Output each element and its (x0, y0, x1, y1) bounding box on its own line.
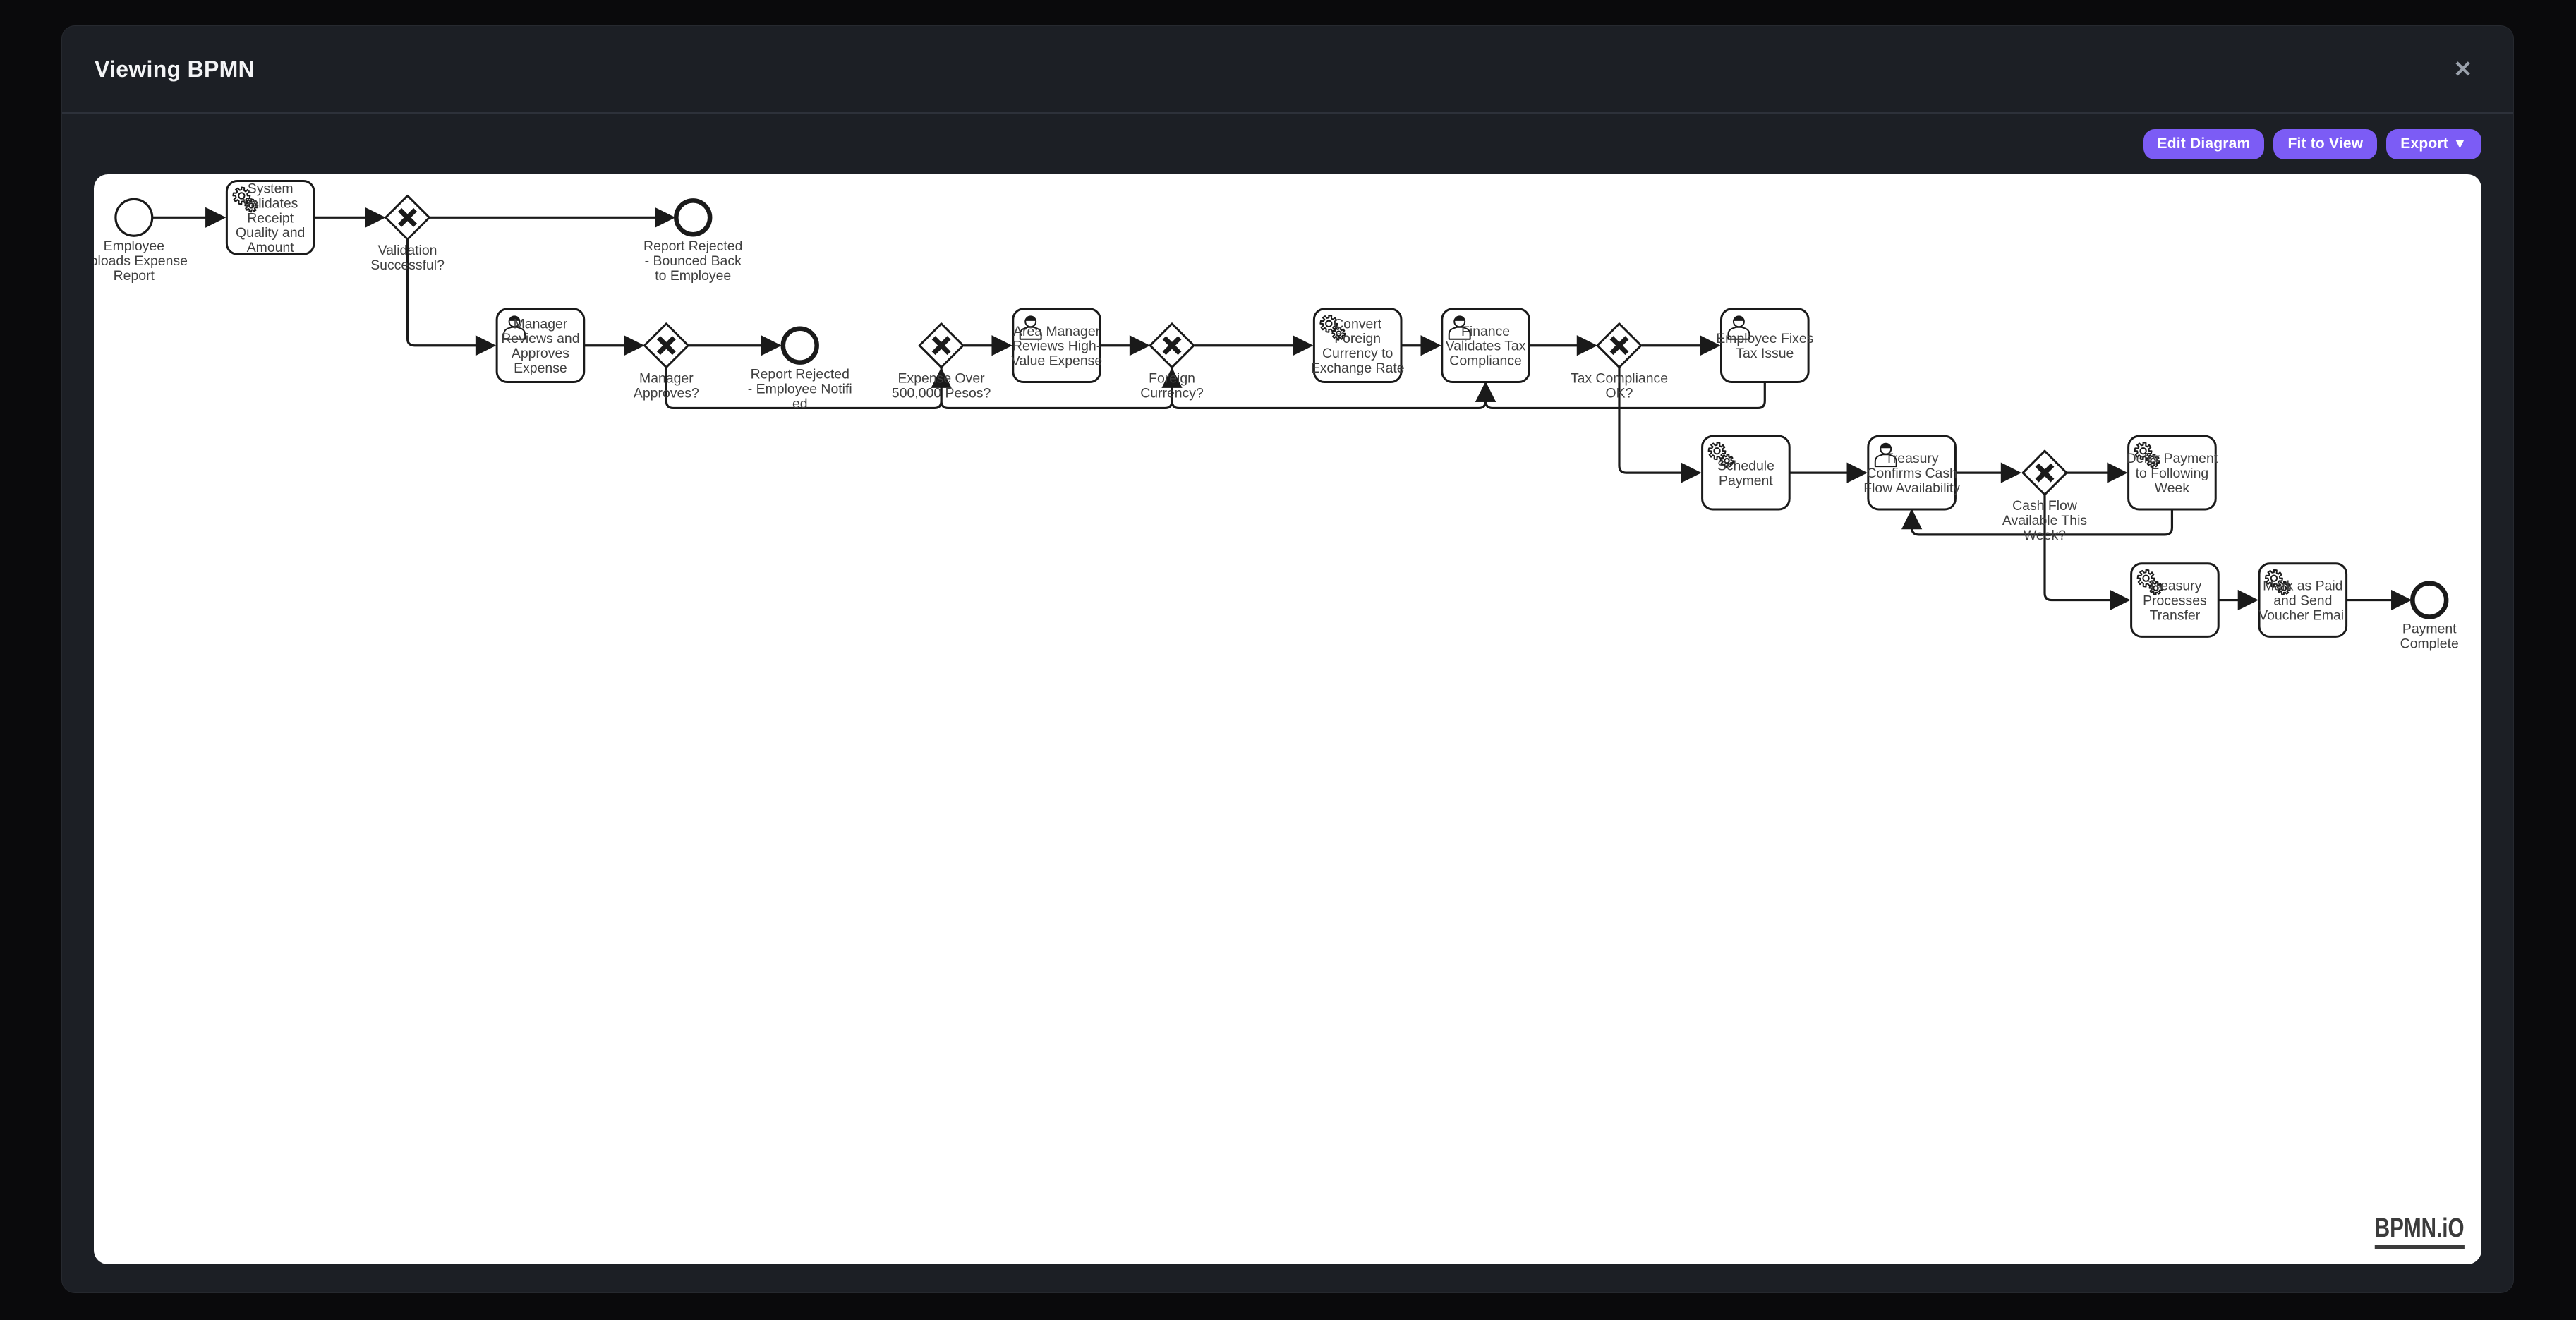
gears-icon (232, 186, 259, 213)
close-icon: ✕ (2453, 56, 2472, 82)
end-event-shape[interactable] (2410, 581, 2449, 619)
user-icon (1019, 315, 1042, 340)
modal-header: Viewing BPMN ✕ (62, 26, 2513, 114)
xor-marker-icon (2035, 463, 2055, 483)
end-event-shape[interactable] (674, 198, 713, 237)
export-button[interactable]: Export ▼ (2386, 128, 2481, 159)
edit-diagram-button[interactable]: Edit Diagram (2143, 128, 2265, 159)
gears-icon (1319, 314, 1346, 341)
flow-foreign-currency-gw-bypass-to-finance-validates (1171, 368, 1496, 410)
gears-icon (1707, 442, 1734, 468)
flow-validation-gw-to-manager-reviews (406, 239, 497, 356)
user-icon (1448, 315, 1471, 340)
bpmn-viewer-modal: Viewing BPMN ✕ Edit Diagram Fit to View … (62, 26, 2513, 1292)
bpmn-io-logo-text: BPMN.iO (2375, 1213, 2465, 1249)
fit-to-view-button[interactable]: Fit to View (2273, 128, 2378, 159)
user-icon (1874, 442, 1897, 468)
xor-marker-icon (1162, 336, 1182, 356)
user-icon (503, 315, 526, 340)
end-event-shape[interactable] (780, 326, 819, 365)
gears-icon (2134, 442, 2160, 468)
toolbar: Edit Diagram Fit to View Export ▼ (62, 114, 2513, 174)
close-button[interactable]: ✕ (2449, 54, 2477, 85)
page-title: Viewing BPMN (95, 56, 255, 82)
xor-marker-icon (931, 336, 951, 356)
bpmn-io-logo: BPMN.iO (2375, 1213, 2465, 1249)
flow-defer-payment-loop-to-treasury-confirms (1901, 509, 2174, 536)
user-icon (1727, 315, 1750, 340)
sequence-flows (152, 207, 2412, 611)
xor-marker-icon (656, 336, 676, 356)
flow-cash-flow-gw-to-treasury-processes (2043, 495, 2131, 611)
gears-icon (2136, 569, 2163, 595)
xor-marker-icon (1609, 336, 1629, 356)
xor-marker-icon (398, 207, 417, 227)
start-event-shape[interactable] (114, 198, 154, 237)
flow-tax-compliance-gw-to-schedule-payment (1618, 368, 1702, 483)
gears-icon (2264, 569, 2291, 595)
